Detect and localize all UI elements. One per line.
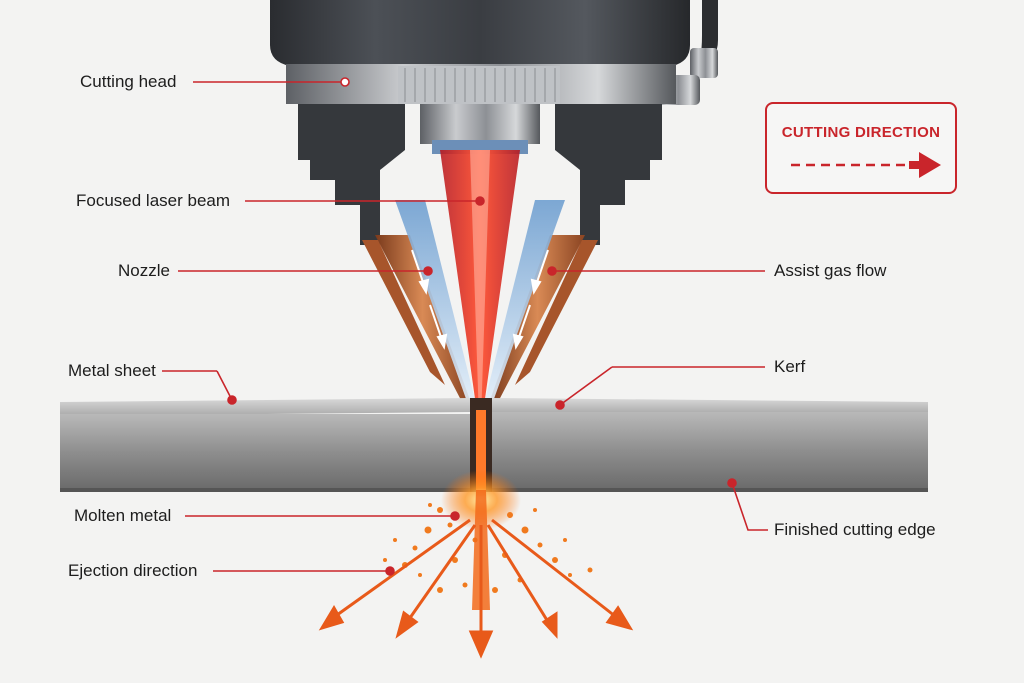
cutting-direction-title: CUTTING DIRECTION [781,124,941,141]
leader-lines [162,77,768,576]
cutting-direction-box: CUTTING DIRECTION [765,102,957,194]
label-assist-gas-flow: Assist gas flow [774,261,887,280]
ejection-arrows [318,518,634,659]
label-nozzle: Nozzle [118,261,170,280]
label-focused-laser-beam: Focused laser beam [76,191,231,210]
nozzle [362,235,598,402]
metal-sheet [60,398,928,492]
label-ejection-direction: Ejection direction [68,561,198,580]
label-molten-metal: Molten metal [74,506,172,525]
label-metal-sheet: Metal sheet [68,361,156,380]
dashed-right-arrow-icon [791,152,941,178]
molten-spray [383,503,593,593]
assist-gas-flow [395,200,565,410]
label-finished-cutting-edge: Finished cutting edge [774,520,936,539]
label-kerf: Kerf [774,357,806,376]
label-cutting-head: Cutting head [80,72,177,91]
cutting-head [270,0,690,245]
